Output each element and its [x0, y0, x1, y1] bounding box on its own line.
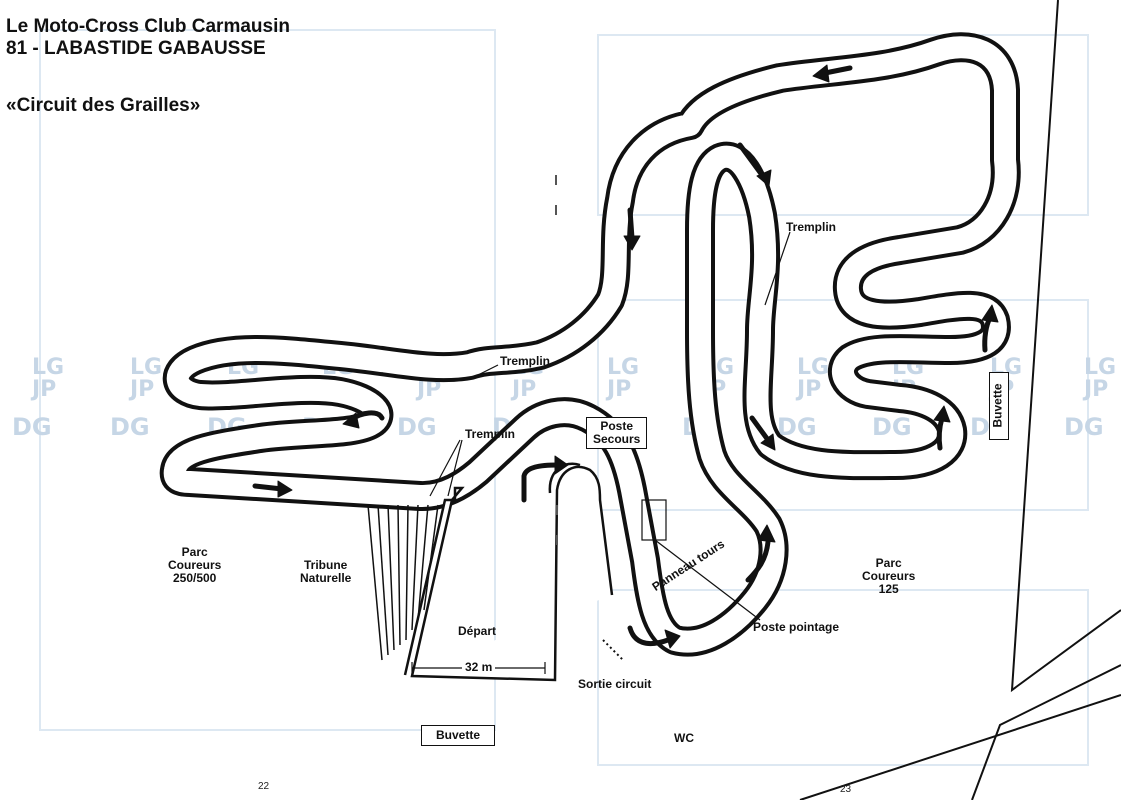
circuit-name: «Circuit des Grailles» — [6, 95, 201, 116]
watermark-mid-text: JP — [1084, 377, 1109, 402]
tribune-line1: Tribune — [304, 558, 348, 572]
buvette-right-label: Buvette — [990, 383, 1005, 428]
arrow-east — [252, 480, 293, 498]
buvette-right-box: Buvette — [989, 372, 1009, 440]
parc-right-line3: 125 — [878, 582, 899, 596]
watermark-mid-text: JP — [130, 377, 155, 402]
watermark-bottom-text: DG — [12, 413, 52, 441]
buvette-bottom-box: Buvette — [421, 725, 496, 746]
arrow-right-up-2 — [933, 405, 951, 451]
tribune-naturelle: Tribune Naturelle — [300, 559, 351, 585]
race-track — [159, 32, 1021, 682]
arrow-right-up-1 — [981, 304, 999, 353]
watermark-top-text: LG — [130, 355, 163, 380]
watermark-mid-text: JP — [512, 377, 537, 402]
parc-right-line2: Coureurs — [862, 569, 916, 583]
watermark-bottom-text: DG — [397, 413, 437, 441]
arrow-down-left — [623, 207, 641, 251]
poste-secours-line2: Secours — [593, 432, 641, 446]
watermark-bottom-text: DG — [110, 413, 150, 441]
label-tremplin-middle: Tremplin — [500, 354, 551, 368]
poste-secours-line1: Poste — [600, 419, 634, 433]
parc-left-line1: Parc — [181, 545, 208, 559]
arrow-sortie — [627, 625, 681, 649]
parc-coureurs-left: Parc Coureurs 250/500 — [168, 546, 221, 585]
watermark-bottom-text: DG — [872, 413, 912, 441]
label-wc: WC — [674, 731, 694, 745]
arrow-inner-down — [749, 415, 776, 451]
arrow-curve-left — [342, 410, 385, 429]
watermark-mid-text: JP — [607, 377, 632, 402]
arrow-panneau — [745, 524, 776, 583]
watermark-top-text: LG — [1084, 355, 1117, 380]
label-poste-pointage: Poste pointage — [753, 620, 840, 634]
tribune-hatching — [367, 504, 439, 661]
road — [799, 0, 1121, 800]
watermark-mid-text: JP — [32, 377, 57, 402]
watermark-mid-text: JP — [797, 377, 822, 402]
label-tremplin-lower: Tremplin — [465, 427, 516, 441]
poste-secours-box: Poste Secours — [586, 417, 648, 449]
club-name: Le Moto-Cross Club Carmausin — [6, 16, 290, 37]
parc-left-line2: Coureurs — [168, 558, 222, 572]
page-number-right: 23 — [840, 784, 852, 795]
buvette-bottom-label: Buvette — [436, 728, 481, 742]
parc-left-line3: 250/500 — [172, 571, 217, 585]
watermark-top-text: LG — [607, 355, 640, 380]
pins — [555, 175, 558, 545]
watermark-top-text: LG — [32, 355, 65, 380]
club-location: 81 - LABASTIDE GABAUSSE — [6, 38, 266, 59]
label-distance: 32 m — [462, 661, 496, 674]
watermark-top-text: LG — [797, 355, 830, 380]
watermark-bottom-text: DG — [1064, 413, 1104, 441]
label-tremplin-right: Tremplin — [786, 220, 837, 234]
label-depart: Départ — [458, 624, 497, 638]
parc-coureurs-right: Parc Coureurs 125 — [862, 557, 915, 596]
arrow-start-turn — [521, 455, 569, 503]
direction-arrows — [252, 64, 999, 649]
arrow-down-diag — [737, 142, 772, 187]
parc-right-line1: Parc — [875, 556, 902, 570]
page-number-left: 22 — [258, 781, 270, 792]
label-sortie-circuit: Sortie circuit — [578, 677, 652, 691]
arrow-top-west — [812, 64, 853, 83]
tribune-line2: Naturelle — [300, 571, 352, 585]
